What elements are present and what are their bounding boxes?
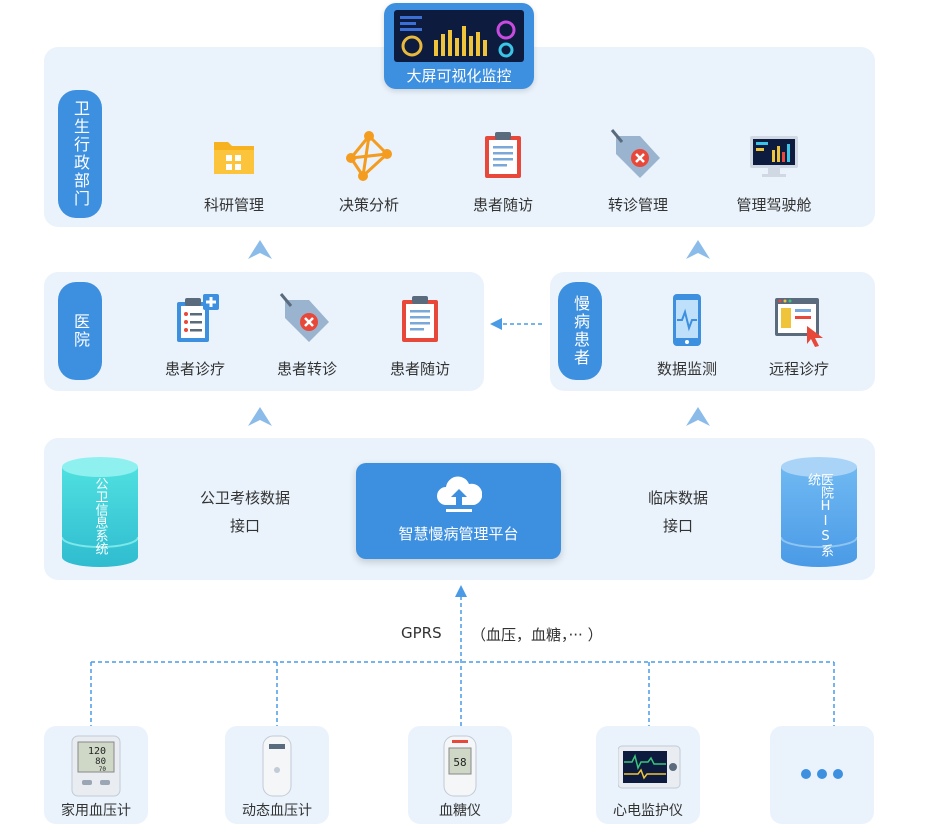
dept-item-label: 科研管理 xyxy=(203,196,264,214)
device-label: 动态血压计 xyxy=(242,803,312,819)
hospital-label: 医院 xyxy=(58,282,102,380)
dashboard-icon xyxy=(394,10,524,62)
up-arrow-platform-to-hospital xyxy=(248,407,272,426)
patients-panel xyxy=(550,272,875,391)
up-arrow-platform-to-patients xyxy=(686,407,710,426)
hospital-item-treatment[interactable]: 患者诊疗 xyxy=(140,292,250,379)
database-icon xyxy=(61,457,139,567)
svg-text:80: 80 xyxy=(95,757,106,767)
blood-pressure-monitor-icon: 120 80 70 xyxy=(71,735,121,797)
device-ambulatory-bp[interactable]: 动态血压计 xyxy=(225,726,329,824)
device-home-bp[interactable]: 120 80 70 家用血压计 xyxy=(44,726,148,824)
big-screen-label: 大屏可视化监控 xyxy=(406,67,512,85)
big-screen-monitor[interactable]: 大屏可视化监控 xyxy=(384,3,534,89)
dept-item-label: 转诊管理 xyxy=(607,196,668,214)
patients-item-remote[interactable]: 远程诊疗 xyxy=(744,292,854,379)
medical-clipboard-icon xyxy=(177,294,219,342)
up-arrow-patients-to-dept xyxy=(686,240,710,259)
phone-monitor-icon xyxy=(673,294,701,346)
glucose-meter-icon: 58 xyxy=(443,735,477,797)
dept-item-followup[interactable]: 患者随访 xyxy=(448,128,558,215)
dept-item-referral[interactable]: 转诊管理 xyxy=(583,128,693,215)
dept-item-decision[interactable]: 决策分析 xyxy=(314,128,424,215)
more-icon xyxy=(801,769,843,779)
svg-text:120: 120 xyxy=(88,746,106,757)
patients-item-label: 数据监测 xyxy=(656,360,717,378)
left-system-label: 公卫信息系统 xyxy=(92,477,108,555)
patients-item-label: 远程诊疗 xyxy=(768,360,829,378)
monitor-icon xyxy=(750,136,798,177)
hospital-item-followup[interactable]: 患者随访 xyxy=(365,292,475,379)
dept-item-research[interactable]: 科研管理 xyxy=(179,128,289,215)
folder-icon xyxy=(214,142,254,174)
hospital-item-referral[interactable]: 患者转诊 xyxy=(252,292,362,379)
device-label: 血糖仪 xyxy=(439,803,481,819)
clipboard-icon xyxy=(485,132,521,178)
up-arrow-hospital-to-dept xyxy=(248,240,272,259)
left-system-cylinder[interactable]: 公卫信息系统 xyxy=(61,457,139,569)
tag-icon xyxy=(279,293,329,342)
dept-item-cockpit[interactable]: 管理驾驶舱 xyxy=(719,128,829,215)
device-ecg[interactable]: 心电监护仪 xyxy=(596,726,700,824)
ecg-monitor-icon xyxy=(618,745,681,789)
device-more[interactable] xyxy=(770,726,874,824)
remote-window-icon xyxy=(775,298,823,347)
data-types-label: （血压，血糖，··· ） xyxy=(471,626,603,644)
left-interface-label: 公卫考核数据 接口 xyxy=(199,489,290,535)
clipboard-icon xyxy=(402,296,438,342)
patients-item-monitoring[interactable]: 数据监测 xyxy=(632,292,742,379)
patients-label: 慢病患者 xyxy=(558,282,602,380)
right-system-label: 医院HIS系统 xyxy=(805,473,833,557)
right-interface-label: 临床数据 接口 xyxy=(647,489,708,535)
device-glucose[interactable]: 58 血糖仪 xyxy=(408,726,512,824)
hospital-item-label: 患者随访 xyxy=(389,360,450,378)
device-label: 心电监护仪 xyxy=(613,803,683,819)
device-label: 家用血压计 xyxy=(61,803,131,819)
dept-item-label: 决策分析 xyxy=(338,196,399,214)
cloud-upload-icon xyxy=(437,476,482,512)
hospital-item-label: 患者诊疗 xyxy=(164,360,225,378)
dept-item-label: 管理驾驶舱 xyxy=(736,196,812,214)
tag-icon xyxy=(610,129,660,178)
platform-box[interactable]: 智慧慢病管理平台 xyxy=(356,463,561,559)
gprs-label: GPRS xyxy=(401,624,442,642)
hospital-item-label: 患者转诊 xyxy=(276,360,337,378)
svg-text:58: 58 xyxy=(453,756,466,769)
svg-text:70: 70 xyxy=(99,766,107,773)
health-dept-label: 卫生行政部门 xyxy=(58,90,102,218)
right-system-cylinder[interactable]: 医院HIS系统 xyxy=(780,457,858,569)
platform-label: 智慧慢病管理平台 xyxy=(398,525,519,543)
database-icon xyxy=(780,457,858,567)
network-icon xyxy=(346,131,392,181)
dept-item-label: 患者随访 xyxy=(472,196,533,214)
ambulatory-bp-icon xyxy=(262,735,292,797)
